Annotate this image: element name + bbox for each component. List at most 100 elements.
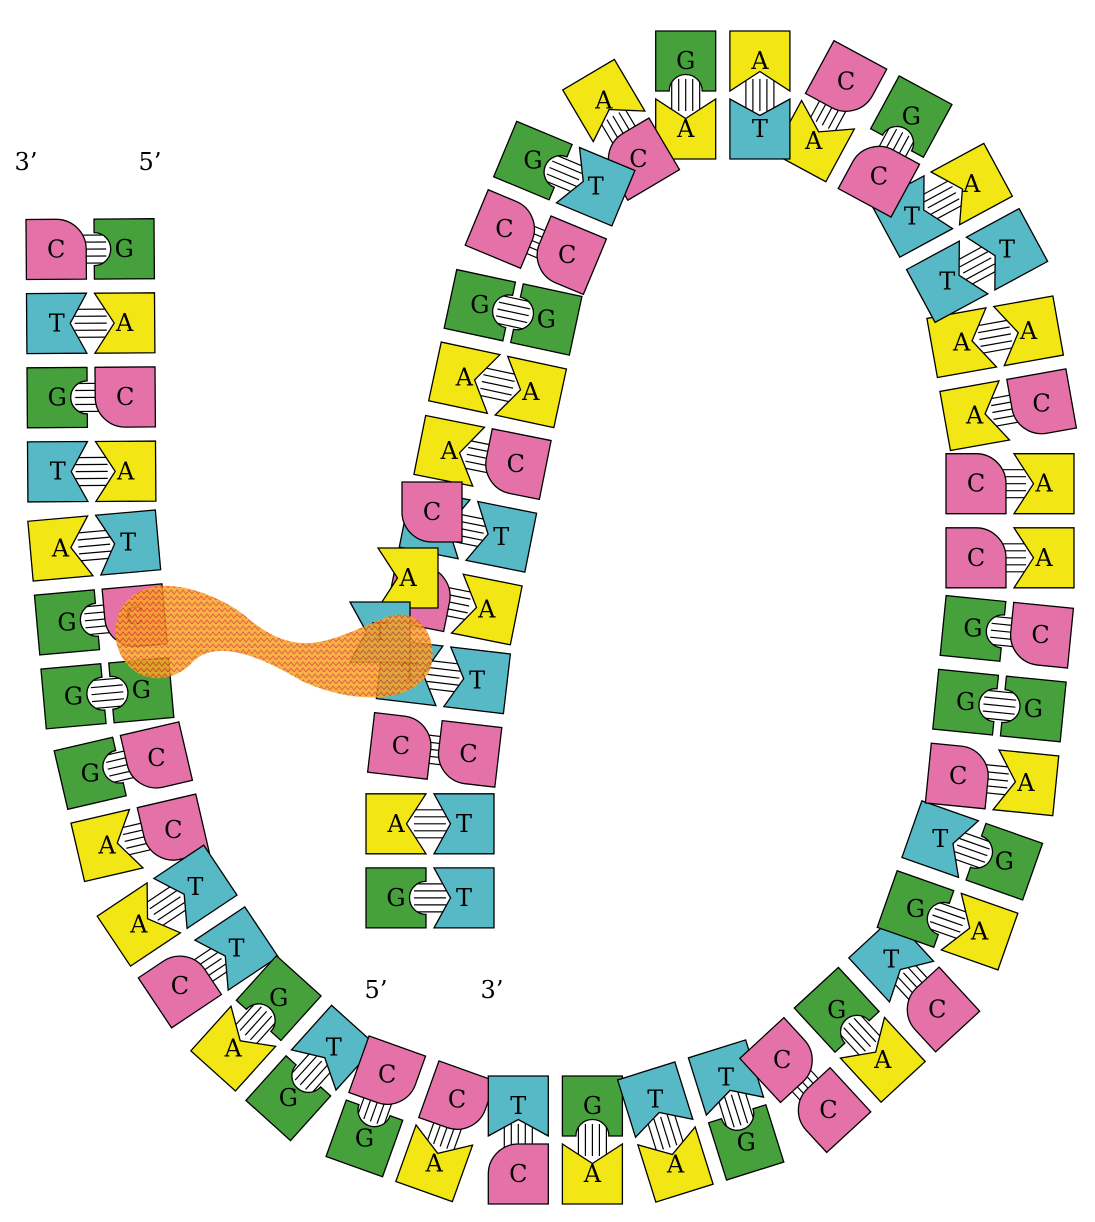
base-letter: A [398,564,417,592]
hydrogen-bond-line [960,252,988,267]
base-letter: A [425,1149,444,1177]
base-letter: T [456,810,472,838]
hydrogen-bond-line [250,1016,271,1040]
hydrogen-bond-line [482,382,513,389]
base-letter: A [224,1035,243,1063]
base-letter: T [120,529,136,557]
base-letter: C [448,1085,466,1113]
base-letter: G [523,147,542,175]
base-letter: G [737,1128,756,1156]
hydrogen-bond-line [483,375,514,382]
base-letter: G [995,848,1014,876]
hydrogen-bond-line [552,161,582,173]
base-letter: T [718,1064,734,1092]
hydrogen-bond-line [428,668,460,672]
base-letter: T [999,235,1015,263]
hydrogen-bond-line [485,368,516,375]
hydrogen-bond-line [154,897,181,915]
outer-strand-base: C [435,721,502,788]
hydrogen-bond-line [647,1121,657,1152]
base-letter: G [470,291,489,319]
base-letter: C [423,498,441,526]
hydrogen-bond-line [931,199,959,214]
inner-strand-base: A [191,1006,276,1091]
inner-strand-base: C [368,713,435,780]
hydrogen-bond-line [427,681,459,685]
base-letter: G [115,235,134,263]
base-letter: A [521,378,540,406]
base-letter: A [804,127,823,155]
base-letter: T [469,666,485,694]
base-letter: C [147,744,165,772]
base-letter: C [967,470,985,498]
inner-strand-base: C [465,190,543,268]
inner-strand-base: G [41,664,106,729]
hydrogen-bond-line [934,205,962,220]
hydrogen-bond-line [966,264,994,279]
base-letter: G [269,984,288,1012]
base-letter: G [676,47,695,75]
base-letter: G [827,996,846,1024]
base-letter: C [509,1160,527,1188]
inner-strand-base: C [895,967,980,1052]
base-letter: A [962,170,981,198]
label-left-3prime: 3’ [15,148,38,176]
base-letter: C [870,162,888,190]
hydrogen-bond-line [982,348,1014,354]
inner-strand-base: G [54,737,126,809]
base-letter: A [583,1160,602,1188]
unpaired-base: C [402,482,462,542]
base-letter: C [1031,621,1049,649]
inner-strand-base: A [638,1127,713,1202]
outer-strand-base: A [940,381,1010,451]
base-letter: T [883,946,899,974]
base-letter: A [477,596,496,624]
base-letter: G [279,1084,298,1112]
base-letter: C [507,450,525,478]
inner-strand-base: A [994,296,1064,366]
base-letter: T [647,1086,663,1114]
hydrogen-bond-line [91,685,123,688]
hydrogen-bond-line [977,320,1009,326]
outer-strand-base: C [95,367,155,427]
base-letter: T [510,1092,526,1120]
base-letter: C [928,996,946,1024]
hydrogen-bond-line [428,674,460,678]
inner-strand-base: G [709,1105,784,1180]
outer-strand-base: G [933,669,999,735]
hydrogen-bond-line [295,1056,316,1080]
hydrogen-bond-line [981,341,1013,347]
base-letter: G [132,676,151,704]
base-letter: C [949,762,967,790]
outer-strand-base: T [96,510,161,575]
inner-strand-base: A [71,809,143,881]
label-right-3prime: 3’ [481,976,504,1004]
base-letter: G [355,1124,374,1152]
outer-strand-base: C [946,528,1006,588]
inner-strand-base: G [444,270,515,341]
base-letter: G [902,103,921,131]
inner-strand-base: G [326,1100,403,1177]
base-letter: A [440,437,459,465]
outer-strand-base: G [794,967,879,1052]
hydrogen-bond-line [963,258,991,273]
base-letter: C [392,732,410,760]
hydrogen-bond-line [158,903,185,921]
hydrogen-bond-line [984,697,1016,700]
hydrogen-bond-line [854,1018,876,1042]
inner-strand-base: C [138,945,221,1028]
label-left-5prime: 5’ [139,148,162,176]
base-letter: A [952,329,971,357]
hydrogen-bond-line [496,316,527,323]
base-letter: A [750,47,769,75]
outer-strand-base: C [946,454,1006,514]
hydrogen-bond-line [92,692,124,695]
inner-strand-base: G [1000,676,1066,742]
base-letter: G [48,384,67,412]
outer-strand-base: T [618,1062,693,1137]
outer-strand-base: T [444,647,511,714]
outer-strand-base: C [419,1061,496,1138]
hydrogen-bond-line [77,530,109,533]
base-letter: T [493,523,509,551]
